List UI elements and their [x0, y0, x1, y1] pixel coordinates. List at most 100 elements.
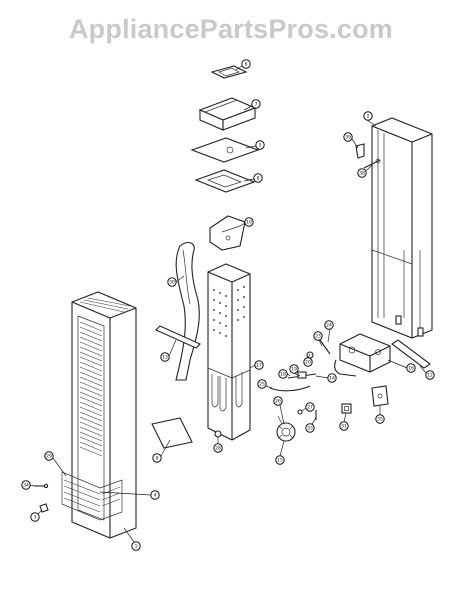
flue-tube-shape — [175, 241, 200, 381]
callout-circle — [244, 217, 254, 227]
callout-label: 23 — [315, 334, 321, 340]
callout-circle — [167, 277, 177, 287]
callout-circle — [305, 402, 315, 412]
callout-4: 4 — [150, 490, 160, 500]
callout-circle — [257, 379, 267, 389]
part-6-shape — [210, 65, 248, 79]
heat-exchanger-shape — [207, 263, 251, 441]
part-24-shape — [319, 339, 331, 355]
callout-circle — [213, 443, 223, 453]
callout-25: 25 — [257, 379, 267, 389]
callout-label: 31 — [341, 424, 347, 430]
callout-label: 7 — [255, 102, 258, 108]
callout-label: 1 — [135, 544, 138, 550]
callout-label: 33 — [307, 426, 313, 432]
part-13-shape — [155, 325, 201, 349]
callout-circle — [425, 370, 435, 380]
callout-39: 39 — [343, 132, 353, 142]
callout-label: 24 — [326, 323, 332, 329]
callout-35: 35 — [375, 414, 385, 424]
callout-label: 29 — [46, 454, 52, 460]
callout-label: 16 — [408, 366, 414, 372]
callout-label: 13 — [162, 355, 168, 361]
callout-30: 30 — [167, 277, 177, 287]
callout-label: 5 — [259, 143, 262, 149]
callout-group: 6758102393830132423201918141612172527263… — [21, 59, 435, 551]
callout-circle — [255, 140, 265, 150]
part-39-shape — [355, 143, 365, 159]
callout-6: 6 — [241, 59, 251, 69]
callout-circle — [21, 480, 31, 490]
callout-29: 29 — [44, 451, 54, 461]
callout-18: 18 — [278, 369, 288, 379]
part-5-shape — [190, 137, 260, 163]
callout-5: 5 — [255, 140, 265, 150]
callout-label: 14 — [329, 376, 335, 382]
callout-label: 18 — [280, 372, 286, 378]
callout-circle — [289, 364, 299, 374]
part-8-shape — [194, 169, 256, 193]
part-31-shape — [341, 403, 352, 414]
callout-circle — [44, 451, 54, 461]
part-12-shape — [391, 339, 431, 369]
callout-27: 27 — [305, 402, 315, 412]
callout-label: 34 — [23, 483, 29, 489]
callout-label: 35 — [377, 417, 383, 423]
callout-circle — [275, 455, 285, 465]
callout-label: 9 — [156, 456, 159, 462]
callout-34: 34 — [21, 480, 31, 490]
callout-circle — [160, 352, 170, 362]
callout-1: 1 — [131, 541, 141, 551]
callout-26: 26 — [273, 396, 283, 406]
callout-circle — [327, 373, 337, 383]
callout-24: 24 — [324, 320, 334, 330]
callout-circle — [313, 331, 323, 341]
callout-19: 19 — [289, 364, 299, 374]
part-20-shape — [306, 351, 314, 359]
callout-circle — [343, 132, 353, 142]
callout-16: 16 — [406, 363, 416, 373]
callout-10: 10 — [244, 217, 254, 227]
bottom-grille — [61, 471, 123, 521]
watermark: AppliancePartsPros.com — [68, 14, 393, 44]
callout-circle — [278, 369, 288, 379]
callout-15: 15 — [275, 455, 285, 465]
callout-circle — [339, 421, 349, 431]
heat-exchanger-holes — [213, 286, 245, 337]
part-26-knob-shape — [276, 415, 296, 442]
callout-9: 9 — [152, 453, 162, 463]
callout-circle — [131, 541, 141, 551]
callout-13: 13 — [160, 352, 170, 362]
callout-7: 7 — [251, 99, 261, 109]
callout-label: 12 — [427, 373, 433, 379]
callout-38: 38 — [357, 168, 367, 178]
callout-label: 17 — [256, 363, 262, 369]
callout-label: 20 — [305, 360, 311, 366]
front-panel-shape — [61, 291, 137, 539]
callout-circle — [254, 360, 264, 370]
callout-12: 12 — [425, 370, 435, 380]
callout-31: 31 — [339, 421, 349, 431]
callout-circle — [150, 490, 160, 500]
burner-tubes — [207, 367, 251, 412]
part-10-shape — [209, 215, 246, 251]
callout-23: 23 — [313, 331, 323, 341]
callout-label: 25 — [259, 382, 265, 388]
callout-2: 2 — [363, 111, 373, 121]
callout-20: 20 — [303, 357, 313, 367]
callout-circle — [253, 173, 263, 183]
part-34-shape — [34, 483, 49, 489]
callout-circle — [357, 168, 367, 178]
callout-label: 28 — [215, 446, 221, 452]
callout-14: 14 — [327, 373, 337, 383]
callout-label: 3 — [34, 515, 37, 521]
callout-label: 8 — [257, 176, 260, 182]
callout-circle — [324, 320, 334, 330]
part-35-shape — [371, 385, 389, 407]
cabinet-back-shape — [371, 117, 433, 339]
callout-circle — [406, 363, 416, 373]
callout-label: 6 — [245, 62, 248, 68]
callout-label: 15 — [277, 458, 283, 464]
callout-circle — [152, 453, 162, 463]
callout-label: 19 — [291, 367, 297, 373]
